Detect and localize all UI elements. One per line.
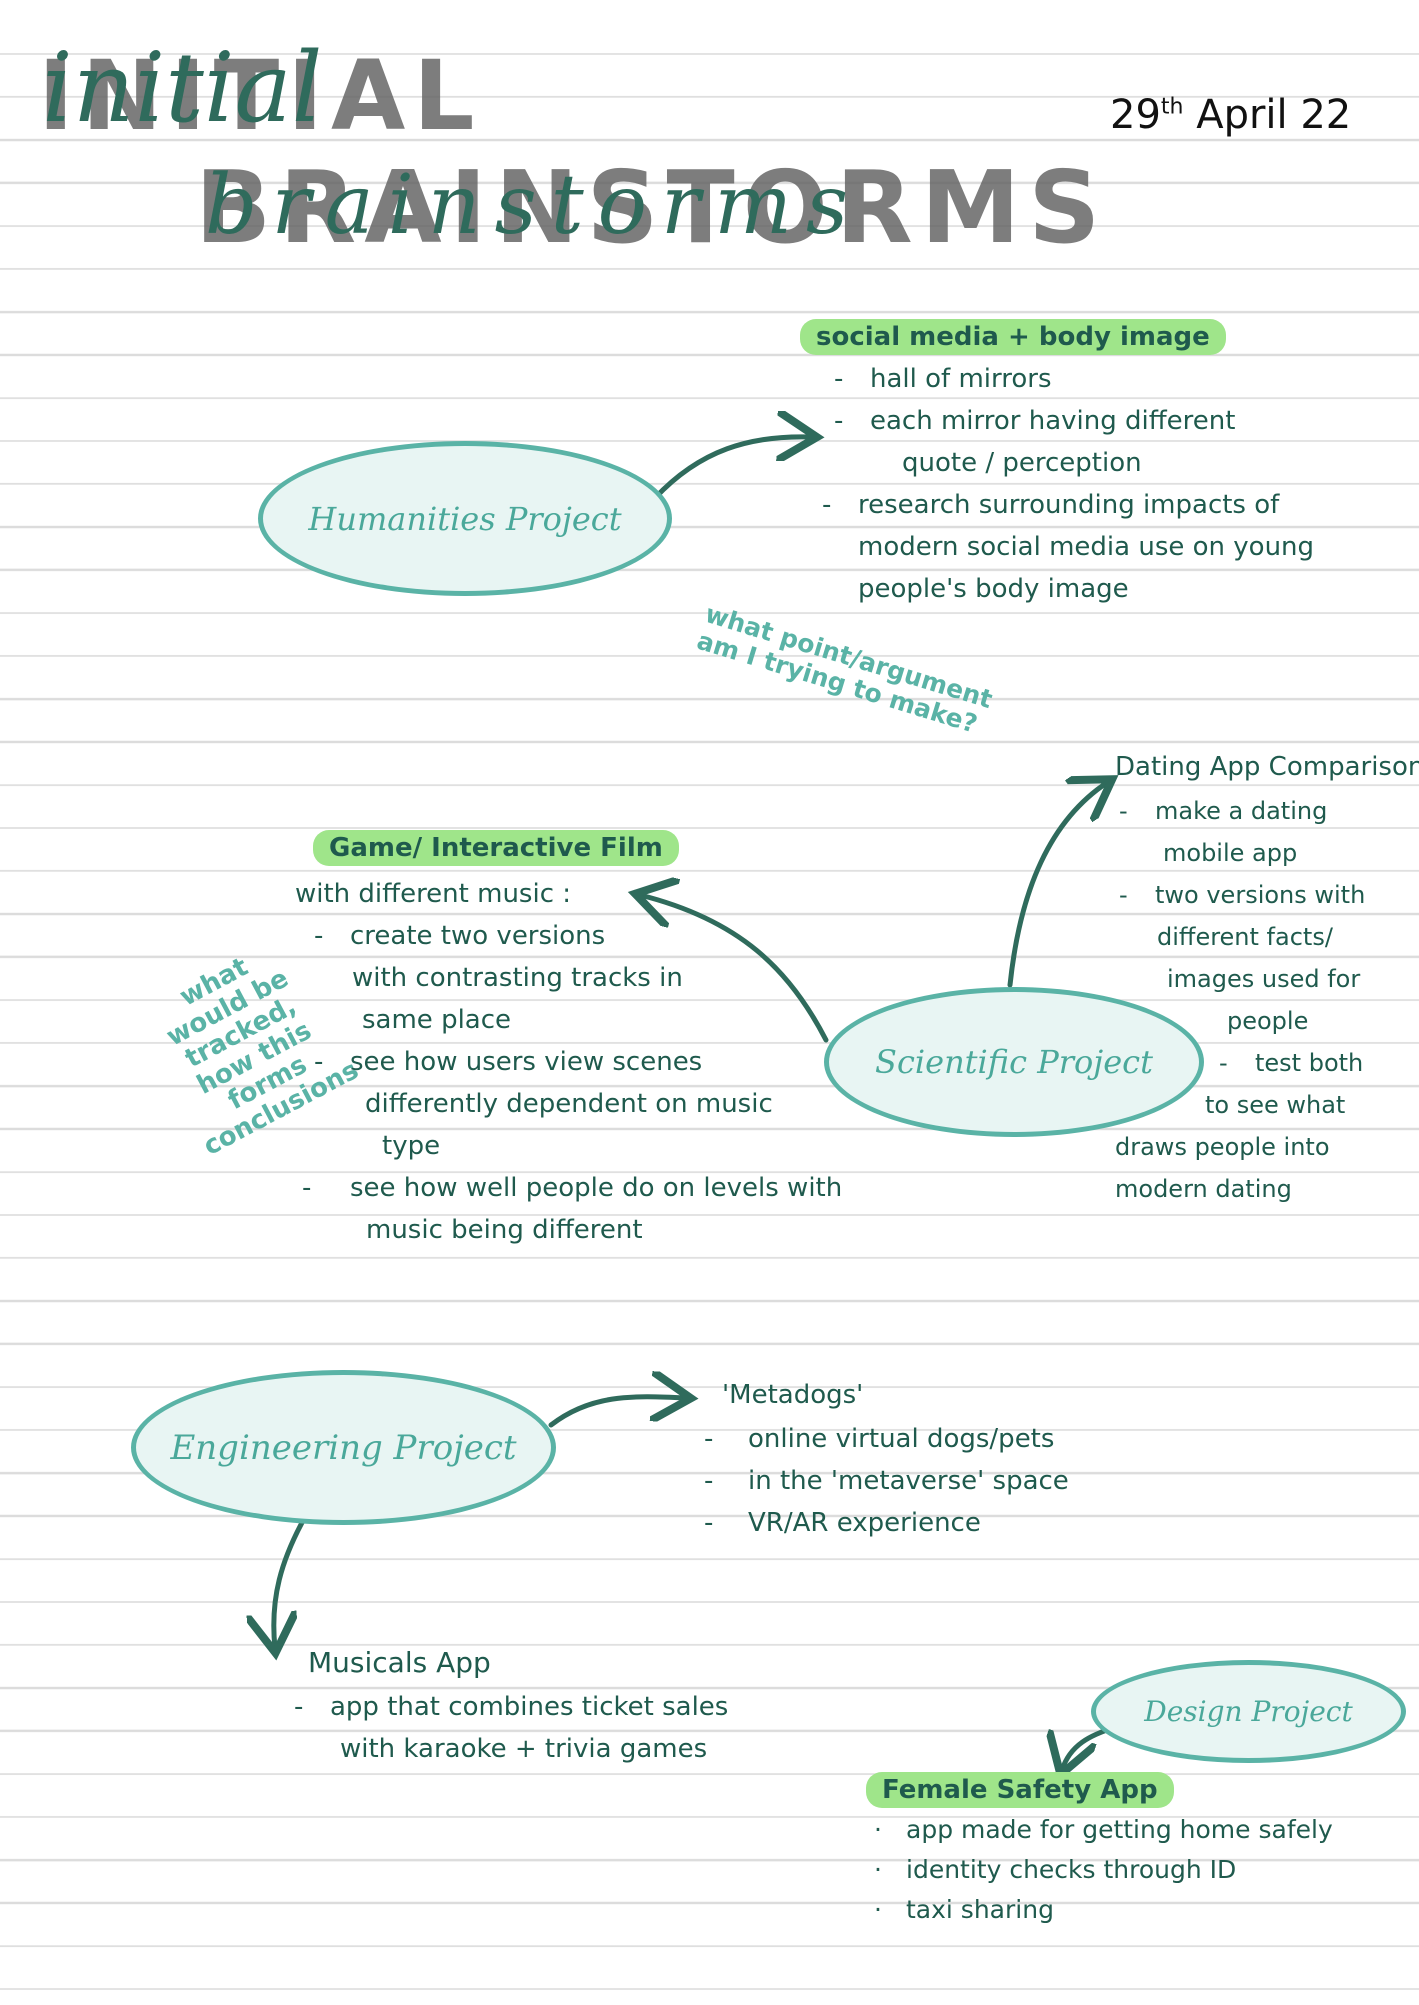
list-item: online virtual dogs/pets xyxy=(700,1418,1069,1460)
dating-points: make a dating mobile app two versions wi… xyxy=(1115,790,1365,1210)
metadogs-title: 'Metadogs' xyxy=(722,1380,864,1410)
game-intro: with different music : xyxy=(295,879,572,909)
title-script-initial: initial xyxy=(42,32,323,144)
list-item: each mirror having different xyxy=(830,400,1314,442)
list-item-continued: differently dependent on music xyxy=(365,1089,773,1119)
musicals-points: app that combines ticket sales with kara… xyxy=(290,1686,728,1770)
humanities-topic: social media + body image xyxy=(800,319,1226,355)
list-item-continued: modern dating xyxy=(1115,1175,1292,1203)
list-item: see how users view scenes xyxy=(310,1041,842,1083)
list-item-continued: people xyxy=(1227,1007,1309,1035)
list-item-continued: people's body image xyxy=(858,574,1129,604)
engineering-project-bubble: Engineering Project xyxy=(131,1370,556,1525)
list-item-continued: modern social media use on young xyxy=(858,532,1315,562)
list-item-continued: with contrasting tracks in xyxy=(352,963,683,993)
list-item-continued: quote / perception xyxy=(902,448,1142,478)
list-item-continued: mobile app xyxy=(1163,839,1298,867)
date-day: 29 xyxy=(1110,92,1161,138)
design-project-label: Design Project xyxy=(1144,1695,1353,1728)
list-item: two versions with xyxy=(1115,874,1365,916)
design-topic: Female Safety App xyxy=(866,1772,1174,1808)
list-item: research surrounding impacts of xyxy=(818,484,1314,526)
date-suffix: th xyxy=(1160,94,1184,120)
musicals-title: Musicals App xyxy=(308,1646,491,1679)
scientific-project-bubble: Scientific Project xyxy=(824,987,1204,1137)
date-rest: April 22 xyxy=(1196,92,1352,138)
list-item-continued: draws people into xyxy=(1115,1133,1330,1161)
humanities-project-label: Humanities Project xyxy=(308,499,622,538)
list-item-continued: images used for xyxy=(1167,965,1361,993)
list-item: app that combines ticket sales xyxy=(290,1686,728,1728)
list-item-continued: with karaoke + trivia games xyxy=(340,1734,708,1764)
list-item: identity checks through ID xyxy=(866,1850,1333,1890)
arrow-humanities xyxy=(652,437,812,501)
list-item-continued: music being different xyxy=(366,1215,643,1245)
list-item-continued: type xyxy=(382,1131,441,1161)
arrow-dating xyxy=(1007,782,1108,988)
engineering-project-label: Engineering Project xyxy=(170,1427,517,1468)
list-item-continued: to see what xyxy=(1205,1091,1346,1119)
list-item: in the 'metaverse' space xyxy=(700,1460,1069,1502)
design-project-bubble: Design Project xyxy=(1091,1660,1406,1763)
list-item: make a dating xyxy=(1115,790,1365,832)
dating-topic: Dating App Comparison xyxy=(1115,752,1419,782)
list-item: hall of mirrors xyxy=(830,358,1314,400)
title-initial: INITIAL xyxy=(38,40,483,152)
list-item: test both xyxy=(1215,1042,1365,1084)
list-item: VR/AR experience xyxy=(700,1502,1069,1544)
title-brainstorms: BRAINSTORMS xyxy=(195,149,1109,266)
arrow-metadogs xyxy=(548,1397,686,1428)
list-item-continued: different facts/ xyxy=(1157,923,1333,951)
game-topic: Game/ Interactive Film xyxy=(313,830,679,866)
game-points: create two versions with contrasting tra… xyxy=(302,915,842,1251)
arrow-musicals xyxy=(274,1507,312,1648)
humanities-project-bubble: Humanities Project xyxy=(258,441,672,596)
date: 29th April 22 xyxy=(1110,92,1351,138)
humanities-points: hall of mirrors each mirror having diffe… xyxy=(822,358,1315,610)
list-item: create two versions xyxy=(310,915,842,957)
metadogs-points: online virtual dogs/pets in the 'metaver… xyxy=(700,1418,1069,1544)
list-item-continued: same place xyxy=(362,1005,512,1035)
title-script-brainstorms: brainstorms xyxy=(205,158,863,253)
list-item: see how well people do on levels with xyxy=(298,1167,842,1209)
design-points: app made for getting home safely identit… xyxy=(866,1810,1333,1930)
list-item: app made for getting home safely xyxy=(866,1810,1333,1850)
list-item: taxi sharing xyxy=(866,1890,1333,1930)
scientific-project-label: Scientific Project xyxy=(875,1043,1153,1081)
